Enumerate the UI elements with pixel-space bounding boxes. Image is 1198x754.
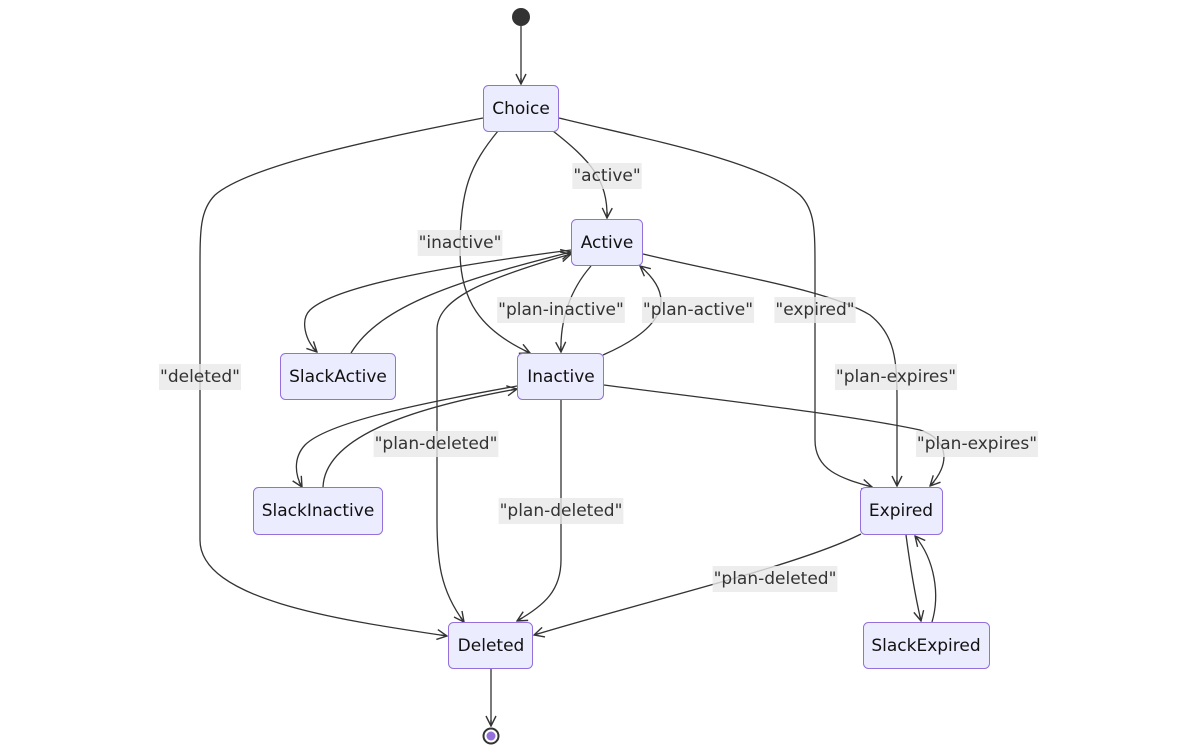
edge-slackinactive-inactive bbox=[322, 389, 517, 488]
edge-expired-slackexpired bbox=[905, 534, 921, 621]
state-slackactive[interactable]: SlackActive bbox=[280, 353, 396, 400]
state-slackexpired[interactable]: SlackExpired bbox=[863, 622, 990, 669]
transition-label: "plan-active" bbox=[641, 297, 755, 323]
transition-label-text: "plan-deleted" bbox=[500, 501, 623, 521]
state-expired[interactable]: Expired bbox=[860, 487, 943, 535]
state-deleted[interactable]: Deleted bbox=[448, 622, 533, 669]
state-label: SlackInactive bbox=[262, 501, 375, 521]
transition-label: "plan-deleted" bbox=[498, 498, 624, 524]
edge-deleted-active bbox=[436, 254, 571, 622]
transition-label-text: "plan-expires" bbox=[836, 367, 956, 387]
state-slackinactive[interactable]: SlackInactive bbox=[253, 487, 383, 535]
state-choice[interactable]: Choice bbox=[483, 85, 559, 132]
transition-label-text: "plan-deleted" bbox=[375, 434, 498, 454]
state-label: SlackActive bbox=[289, 367, 387, 387]
start-state-icon bbox=[512, 8, 530, 26]
state-label: Deleted bbox=[458, 636, 525, 656]
transition-label-text: "plan-expires" bbox=[917, 434, 1037, 454]
edge-inactive-expired bbox=[603, 384, 945, 486]
transition-label-text: "expired" bbox=[775, 300, 854, 320]
transition-label: "plan-deleted" bbox=[712, 566, 838, 592]
state-label: SlackExpired bbox=[871, 636, 980, 656]
end-state-icon bbox=[482, 727, 500, 745]
transition-label: "plan-inactive" bbox=[497, 297, 625, 323]
transition-label: "inactive" bbox=[417, 230, 503, 256]
transition-label-text: "plan-inactive" bbox=[498, 300, 624, 320]
edge-choice-expired bbox=[558, 117, 872, 487]
transition-label-text: "plan-active" bbox=[643, 300, 753, 320]
transition-label: "expired" bbox=[774, 297, 856, 323]
edge-choice-deleted bbox=[199, 117, 484, 636]
state-label: Inactive bbox=[527, 367, 594, 387]
transition-label-text: "active" bbox=[573, 166, 640, 186]
transition-label: "active" bbox=[572, 163, 642, 189]
state-label: Choice bbox=[492, 99, 550, 119]
transition-label-text: "plan-deleted" bbox=[714, 569, 837, 589]
edge-inactive-deleted bbox=[517, 400, 562, 621]
transition-label-text: "deleted" bbox=[160, 367, 240, 387]
state-label: Active bbox=[581, 233, 634, 253]
transition-label: "plan-expires" bbox=[915, 431, 1039, 457]
transition-label-text: "inactive" bbox=[419, 233, 502, 253]
edge-inactive-slackinactive bbox=[296, 385, 518, 487]
edge-slackexpired-expired bbox=[915, 536, 937, 623]
state-active[interactable]: Active bbox=[571, 219, 643, 266]
state-inactive[interactable]: Inactive bbox=[517, 353, 604, 400]
transition-label: "deleted" bbox=[159, 364, 241, 390]
transition-label: "plan-expires" bbox=[834, 364, 958, 390]
state-label: Expired bbox=[869, 501, 933, 521]
transition-label: "plan-deleted" bbox=[373, 431, 499, 457]
